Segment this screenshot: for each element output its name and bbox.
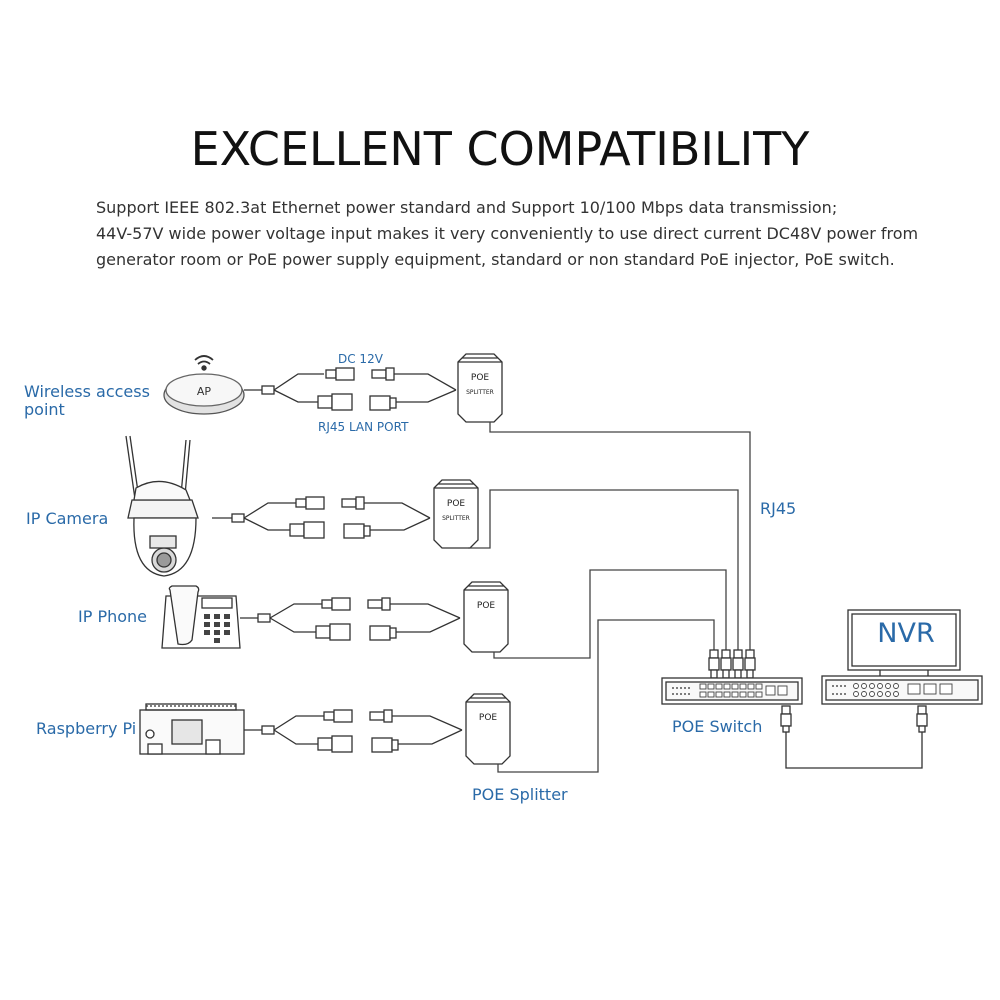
poe-splitter-box: POE bbox=[463, 581, 509, 653]
label-rj45-lan-port: RJ45 LAN PORT bbox=[318, 420, 409, 434]
description-line-3: generator room or PoE power supply equip… bbox=[96, 250, 895, 269]
label-dc12v: DC 12V bbox=[338, 352, 383, 366]
label-ip-camera: IP Camera bbox=[26, 509, 109, 528]
poe-switch-device bbox=[661, 677, 803, 705]
poe-splitter-box: POE SPLITTER bbox=[433, 479, 479, 549]
splitter-label-bottom: SPLITTER bbox=[442, 515, 470, 522]
poe-splitter-box: POE bbox=[465, 693, 511, 765]
ip-camera-device bbox=[125, 435, 199, 577]
label-poe-splitter: POE Splitter bbox=[472, 785, 568, 804]
splitter-label-top: POE bbox=[479, 713, 498, 723]
splitter-label-top: POE bbox=[471, 373, 490, 383]
label-wireless-ap-line2: point bbox=[24, 400, 65, 419]
nvr-screen-label: NVR bbox=[877, 618, 935, 649]
description-line-1: Support IEEE 802.3at Ethernet power stan… bbox=[96, 198, 838, 217]
splitter-label-bottom: SPLITTER bbox=[466, 389, 494, 396]
access-point-device: AP bbox=[163, 373, 245, 415]
label-raspberry-pi: Raspberry Pi bbox=[36, 719, 137, 738]
rj45-lines bbox=[468, 422, 751, 773]
label-wireless-ap-line1: Wireless access bbox=[24, 382, 150, 401]
page-title: EXCELLENT COMPATIBILITY bbox=[190, 122, 810, 176]
raspberry-pi-board bbox=[139, 703, 245, 755]
nvr-device bbox=[821, 609, 983, 705]
wifi-icon bbox=[194, 355, 214, 371]
splitter-label-top: POE bbox=[477, 601, 496, 611]
description-line-2: 44V-57V wide power voltage input makes i… bbox=[96, 224, 919, 243]
description: Support IEEE 802.3at Ethernet power stan… bbox=[96, 195, 976, 273]
switch-nvr-link bbox=[780, 705, 928, 769]
ap-badge: AP bbox=[197, 385, 212, 398]
switch-connectors bbox=[708, 649, 756, 679]
splitter-label-top: POE bbox=[447, 499, 466, 509]
label-ip-phone: IP Phone bbox=[78, 607, 148, 626]
ip-phone-device bbox=[161, 585, 241, 649]
label-poe-switch: POE Switch bbox=[672, 717, 763, 736]
label-rj45: RJ45 bbox=[760, 499, 797, 518]
poe-splitter-box: POE SPLITTER bbox=[457, 353, 503, 423]
